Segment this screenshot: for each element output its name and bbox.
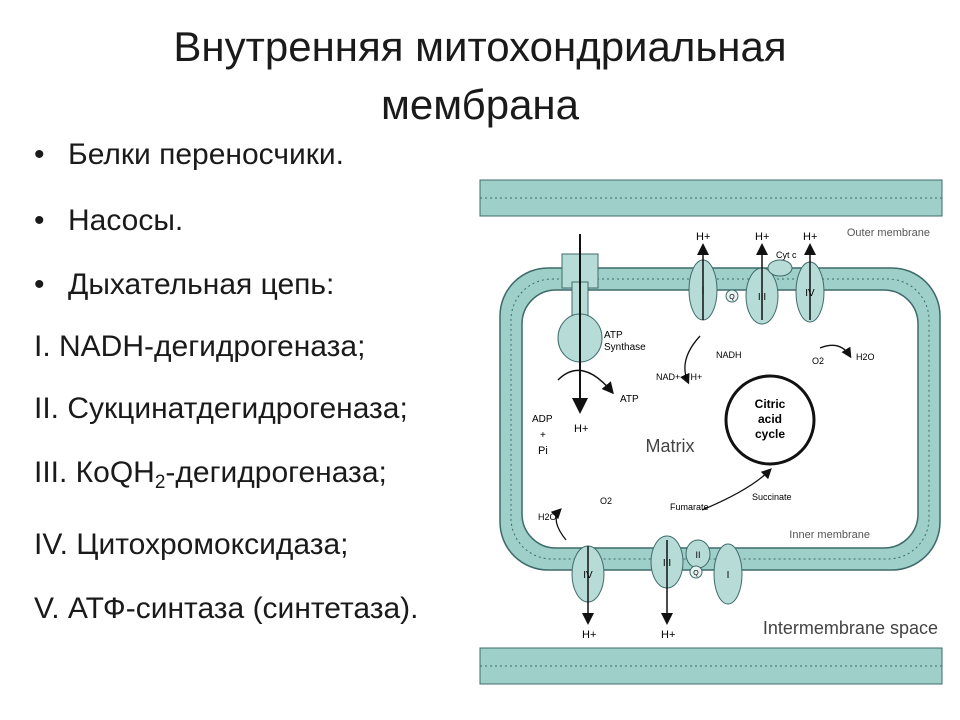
o2-label-bottom: O2 [600, 496, 612, 506]
bullet-item-1: • Белки переносчики. [34, 138, 344, 172]
o2-arrow [819, 344, 852, 359]
inner-membrane [499, 267, 941, 571]
bullet-text: Дыхательная цепь: [68, 268, 335, 301]
o2-label-top: O2 [812, 356, 824, 366]
succinate-label: Succinate [752, 492, 792, 502]
h2o-label-bottom: H2O [538, 512, 557, 522]
slide-title-line-1: Внутренняя митохондриальная [173, 23, 787, 70]
nad-label: NAD+ + H+ [656, 372, 702, 382]
atp-synthase-label-1: ATP [604, 330, 623, 341]
h-plus-label-2: H+ [696, 231, 710, 243]
citric-label-1: Citric [755, 397, 786, 411]
pi-label: Pi [538, 445, 548, 457]
complex-3-subscript: 2 [154, 472, 166, 493]
bullet-dot-icon: • [34, 268, 45, 301]
h-plus-label-6: H+ [661, 629, 675, 641]
slide-title: Внутренняя митохондриальная мембрана [0, 18, 960, 134]
bullet-dot-icon: • [34, 138, 45, 171]
complex-ii-bottom-label: II [695, 550, 700, 560]
bullet-item-2: • Насосы. [34, 204, 183, 238]
fumarate-label: Fumarate [670, 502, 709, 512]
atp-label: ATP [620, 394, 639, 405]
complex-item-1: I. NADH-дегидрогеназа; [34, 330, 366, 363]
complex-3-text: III. КоQH [34, 456, 155, 489]
bullet-item-3: • Дыхательная цепь: [34, 268, 334, 302]
atp-synthase-label-2: Synthase [604, 342, 646, 353]
slide-title-line-2: мембрана [381, 81, 579, 128]
complex-i-top-label: I [702, 286, 705, 297]
h2o-label-top: H2O [856, 352, 875, 362]
fumarate-arrow [701, 468, 772, 511]
complex-iii-top-label: III [758, 292, 766, 303]
complex-item-5: V. АТФ-синтаза (синтетаза). [34, 592, 419, 625]
matrix-label: Matrix [646, 436, 695, 456]
inner-membrane-label: Inner membrane [789, 529, 870, 541]
h-plus-label-1: H+ [574, 423, 588, 435]
atp-formation-arrow [557, 369, 614, 395]
h2o-arrow [550, 508, 567, 541]
cyt-c-label: Cyt c [776, 250, 797, 260]
complex-iv-bottom-label: IV [583, 570, 593, 581]
complex-iv-top-label: IV [805, 288, 815, 299]
citric-label-3: cycle [755, 427, 785, 441]
mitochondria-diagram: Citric acid cycle Outer membrane Inner m… [479, 179, 943, 685]
complex-i-bottom-label: I [727, 570, 730, 581]
outer-membrane-label: Outer membrane [847, 227, 930, 239]
complex-item-3: III. КоQH2-дегидрогеназа; [34, 456, 387, 494]
cytochrome-c-top [767, 259, 793, 277]
coenzyme-q-top [725, 289, 739, 303]
outer-membrane-top [479, 179, 943, 217]
complex-3-text-end: -дегидрогеназа; [165, 456, 387, 489]
complex-item-4: IV. Цитохромоксидаза; [34, 528, 349, 561]
h-plus-label-3: H+ [755, 231, 769, 243]
bullet-text: Белки переносчики. [68, 138, 344, 171]
nadh-arrow [680, 335, 701, 385]
bullet-dot-icon: • [34, 204, 45, 237]
citric-label-2: acid [758, 412, 782, 426]
citric-acid-cycle: Citric acid cycle [724, 374, 816, 466]
complex-iii-bottom-label: III [663, 558, 671, 569]
adp-label: ADP [532, 414, 553, 425]
nadh-label: NADH [716, 350, 742, 360]
h-plus-label-4: H+ [803, 231, 817, 243]
complex-i-bottom [713, 543, 743, 605]
coenzyme-q-bottom-label: Q [693, 570, 699, 577]
coenzyme-q-top-label: Q [729, 294, 735, 301]
outer-membrane-bottom [479, 647, 943, 685]
bullet-text: Насосы. [68, 204, 184, 237]
intermembrane-space-label: Intermembrane space [763, 618, 938, 638]
plus-label: + [540, 430, 546, 441]
h-plus-label-5: H+ [582, 629, 596, 641]
complex-item-2: II. Сукцинатдегидрогеназа; [34, 392, 408, 425]
coenzyme-q-bottom [689, 565, 703, 579]
